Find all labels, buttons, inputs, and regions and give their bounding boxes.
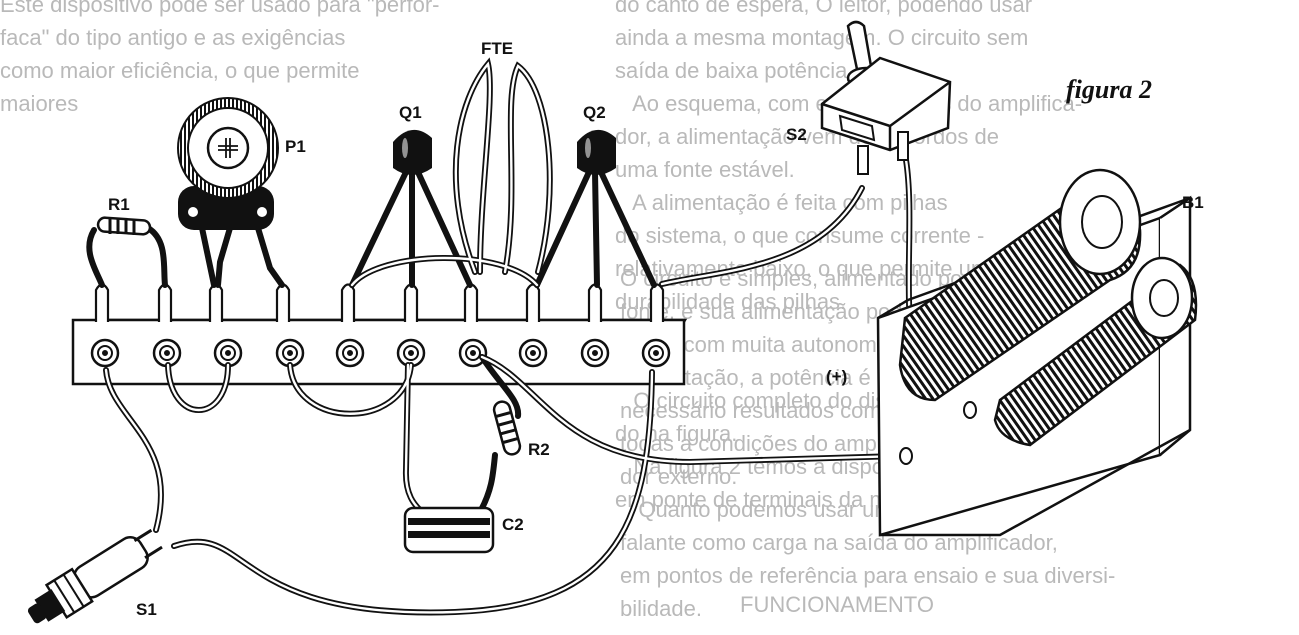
label-c2: C2 <box>502 515 524 534</box>
component-labels: FTE Q1 Q2 P1 R1 R2 C2 S1 S2 B1 (+) <box>108 39 1204 619</box>
pushbutton-s1 <box>27 528 163 624</box>
battery-holder-b1 <box>876 168 1198 537</box>
potentiometer-p1 <box>177 97 279 230</box>
label-fte: FTE <box>481 39 513 58</box>
strip-lug <box>403 283 419 322</box>
toggle-switch-s2 <box>820 20 952 175</box>
strip-lug <box>208 283 224 322</box>
transistor-q2 <box>577 129 616 175</box>
strip-lug <box>340 283 356 322</box>
strip-lug <box>463 283 479 322</box>
label-s2: S2 <box>786 125 807 144</box>
resistor-r1 <box>96 216 152 236</box>
strip-lug <box>525 283 541 322</box>
label-s1: S1 <box>136 600 157 619</box>
strip-lug <box>587 283 603 322</box>
strip-lug <box>649 283 665 322</box>
strip-lug <box>275 283 291 322</box>
capacitor-c2 <box>403 506 495 554</box>
resistor-r2 <box>492 400 522 456</box>
transistor-q1 <box>393 129 432 175</box>
label-plus: (+) <box>826 367 847 386</box>
label-p1: P1 <box>285 137 306 156</box>
label-r2: R2 <box>528 440 550 459</box>
label-q2: Q2 <box>583 103 606 122</box>
strip-lug <box>157 283 173 322</box>
label-q1: Q1 <box>399 103 422 122</box>
label-r1: R1 <box>108 195 130 214</box>
background-heading: FUNCIONAMENTO <box>740 592 934 617</box>
figure-title: figura 2 <box>1066 75 1152 104</box>
label-b1: B1 <box>1182 193 1204 212</box>
terminal-strip <box>71 283 688 386</box>
strip-lug <box>94 283 110 322</box>
